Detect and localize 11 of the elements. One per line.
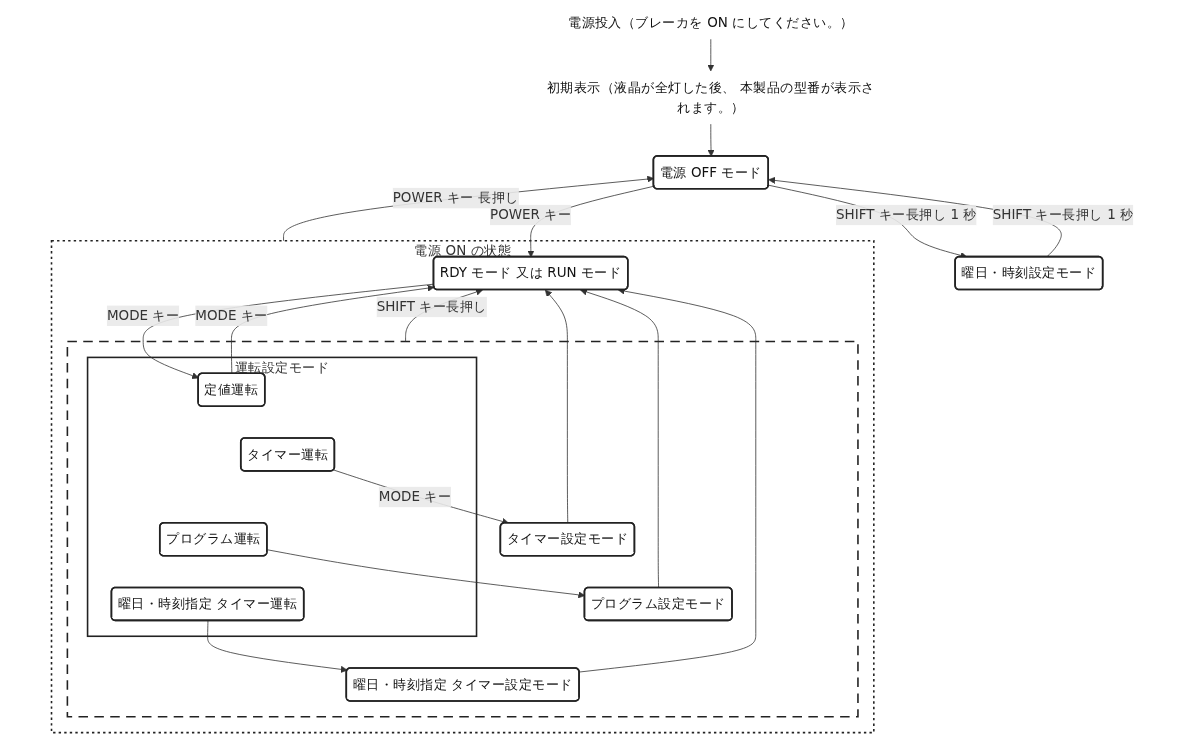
edge-label: MODE キー [106,307,180,323]
node-text: 初期表示（液晶が全灯した後、 本製品の型番が表示されます。） [546,78,875,116]
edge-label: SHIFT キー長押し 1 秒 [836,206,977,223]
edge-label: POWER キー 長押し [392,189,519,206]
edge-label: MODE キー [195,307,268,323]
edge-label: MODE キー [378,488,452,505]
edge-label: SHIFT キー長押し [376,298,487,315]
cluster [66,340,859,718]
edge-label: POWER キー [490,206,572,223]
edge-label: SHIFT キー長押し 1 秒 [992,206,1134,223]
node-text: 電源投入（ブレーカを ON にしてください。） [568,14,854,31]
